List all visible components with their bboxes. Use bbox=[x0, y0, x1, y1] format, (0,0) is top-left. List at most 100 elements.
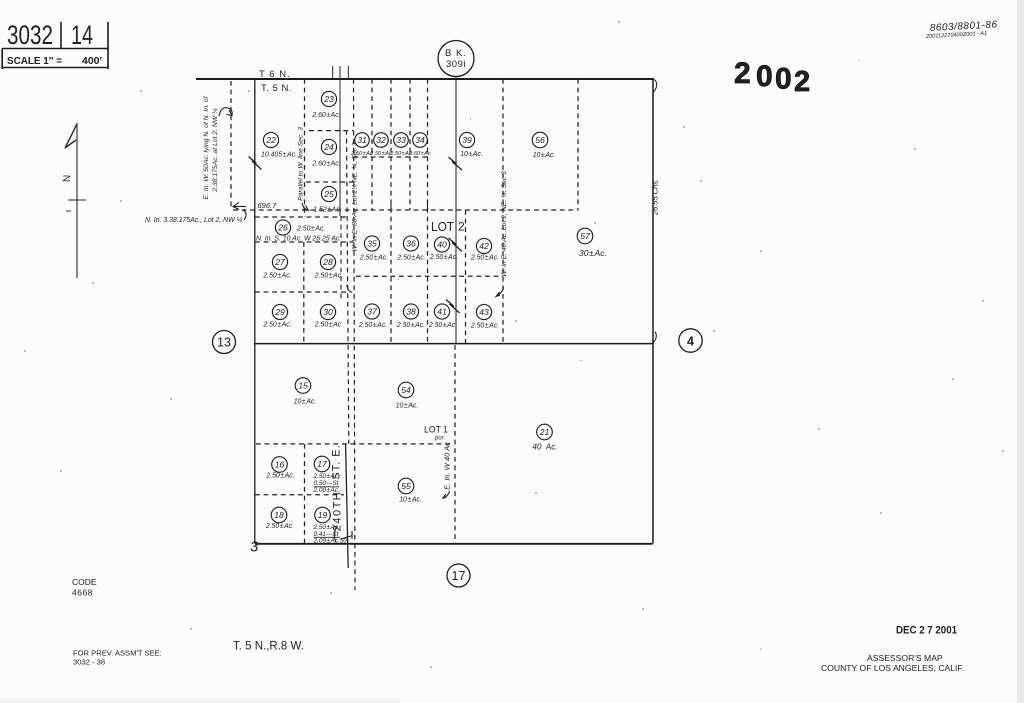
svg-text:W. In E. 40 Ac. Lot 2, NE. ¼,: W. In E. 40 Ac. Lot 2, NE. ¼, Sec 3 bbox=[501, 171, 508, 277]
svg-text:E. In. W 40 Ac: E. In. W 40 Ac bbox=[443, 442, 452, 490]
svg-text:33: 33 bbox=[396, 135, 406, 145]
svg-text:LOT 1: LOT 1 bbox=[424, 425, 448, 436]
svg-text:3: 3 bbox=[250, 539, 259, 556]
svg-text:15: 15 bbox=[298, 381, 308, 391]
svg-text:8603/8801-86: 8603/8801-86 bbox=[930, 19, 998, 34]
svg-text:2.50 ± Ac.: 2.50 ± Ac. bbox=[358, 322, 387, 329]
svg-text:2.50 ± Ac.: 2.50 ± Ac. bbox=[296, 226, 325, 233]
svg-text:39: 39 bbox=[462, 135, 472, 145]
svg-text:2.60 ± Ac.: 2.60 ± Ac. bbox=[311, 112, 340, 119]
svg-text:38: 38 bbox=[406, 307, 416, 317]
svg-text:200112270400Z001 - A1: 200112270400Z001 - A1 bbox=[925, 31, 988, 40]
svg-text:2: 2 bbox=[734, 57, 751, 90]
svg-text:31: 31 bbox=[357, 135, 367, 145]
svg-text:26.55 Chs.: 26.55 Chs. bbox=[651, 179, 660, 216]
svg-text:4: 4 bbox=[687, 335, 694, 349]
svg-text:4668: 4668 bbox=[72, 588, 93, 598]
svg-text:LOT: LOT bbox=[431, 220, 454, 234]
svg-text:1.52 ± Ac.: 1.52 ± Ac. bbox=[313, 207, 341, 214]
svg-text:10 ± Ac.: 10 ± Ac. bbox=[396, 403, 419, 410]
svg-text:16: 16 bbox=[275, 460, 285, 470]
svg-text:por.: por. bbox=[434, 436, 445, 442]
svg-text:2.00 ± Ac.: 2.00 ± Ac. bbox=[313, 487, 340, 494]
svg-text:36: 36 bbox=[406, 239, 416, 249]
svg-text:57: 57 bbox=[580, 231, 591, 241]
svg-text:10.405 ± Ac.: 10.405 ± Ac. bbox=[261, 152, 297, 159]
svg-text:18: 18 bbox=[274, 510, 284, 520]
svg-text:30: 30 bbox=[323, 307, 333, 317]
svg-text:W. In E. 80 Ac. Lot 2½ NE. ¼,: W. In E. 80 Ac. Lot 2½ NE. ¼, Sec 3 bbox=[351, 142, 359, 252]
svg-text:3032 - 38: 3032 - 38 bbox=[73, 658, 105, 667]
svg-text:2.60 ± Ac.: 2.60 ± Ac. bbox=[311, 161, 340, 168]
svg-text:2: 2 bbox=[458, 220, 465, 234]
svg-text:T 6 N.: T 6 N. bbox=[259, 69, 291, 80]
svg-text:42: 42 bbox=[479, 241, 489, 251]
svg-text:26: 26 bbox=[277, 223, 288, 233]
svg-text:309i: 309i bbox=[446, 59, 466, 70]
svg-text:ST. E.: ST. E. bbox=[331, 444, 343, 479]
svg-text:N: N bbox=[62, 175, 73, 182]
svg-text:22: 22 bbox=[265, 135, 276, 145]
svg-text:56: 56 bbox=[535, 135, 545, 145]
svg-text:2.50 ± Ac: 2.50 ± Ac bbox=[265, 523, 293, 530]
svg-text:3032: 3032 bbox=[7, 20, 53, 50]
svg-text:2.50 ± Ac.: 2.50 ± Ac. bbox=[396, 322, 425, 329]
svg-text:240TH: 240TH bbox=[332, 491, 344, 532]
svg-text:13: 13 bbox=[217, 336, 231, 350]
svg-text:10 ± Ac.: 10 ± Ac. bbox=[460, 151, 483, 158]
svg-text:2.50 ± Ac.: 2.50 ± Ac. bbox=[396, 255, 425, 262]
svg-text:2.50 ± Ac: 2.50 ± Ac bbox=[389, 151, 412, 157]
svg-text:10 ± Ac.: 10 ± Ac. bbox=[294, 399, 317, 406]
svg-text:2.38.175Ac. at Lot 2, NW ¼: 2.38.175Ac. at Lot 2, NW ¼ bbox=[212, 108, 219, 193]
svg-text:2.50 ± Ac.: 2.50 ± Ac. bbox=[265, 473, 294, 480]
svg-text:2.50 ± Ac.: 2.50 ± Ac. bbox=[262, 273, 291, 280]
svg-text:29: 29 bbox=[274, 307, 285, 317]
svg-text:2.50 ± Ac.: 2.50 ± Ac. bbox=[470, 323, 499, 330]
svg-text:400′: 400′ bbox=[82, 55, 102, 67]
svg-text:2.50 ± Ac.: 2.50 ± Ac. bbox=[470, 255, 499, 262]
svg-text:23: 23 bbox=[323, 94, 334, 104]
svg-text:FOR PREV. ASSM'T SEE:: FOR PREV. ASSM'T SEE: bbox=[73, 649, 162, 658]
svg-text:14: 14 bbox=[71, 20, 93, 50]
svg-text:34: 34 bbox=[415, 135, 425, 145]
svg-text:55: 55 bbox=[401, 481, 411, 491]
svg-text:35: 35 bbox=[367, 239, 377, 249]
svg-text:2.50 ± Ac: 2.50 ± Ac bbox=[313, 473, 339, 480]
svg-text:2.09 ± Ac.50: 2.09 ± Ac.50 bbox=[313, 538, 348, 545]
svg-text:37: 37 bbox=[367, 307, 378, 317]
svg-text:SCALE 1″ =: SCALE 1″ = bbox=[7, 55, 62, 67]
svg-text:2.50 ± Ac: 2.50 ± Ac bbox=[314, 273, 342, 280]
svg-text:N. In. S. 10 Ac. W 26.25 Ac.: N. In. S. 10 Ac. W 26.25 Ac. bbox=[256, 236, 341, 243]
svg-text:40: 40 bbox=[437, 240, 447, 250]
svg-text:2.50 ± Ac: 2.50 ± Ac bbox=[350, 151, 373, 157]
svg-text:28: 28 bbox=[322, 257, 333, 267]
svg-text:T. 5 N.: T. 5 N. bbox=[261, 83, 292, 94]
svg-text:32: 32 bbox=[376, 135, 386, 145]
svg-text:17: 17 bbox=[317, 459, 328, 469]
svg-text:Parallel to W. line Sec. 3: Parallel to W. line Sec. 3 bbox=[298, 127, 305, 201]
svg-text:0.41---St: 0.41---St bbox=[314, 531, 339, 538]
svg-text:B K.: B K. bbox=[445, 48, 467, 59]
svg-text:41: 41 bbox=[437, 307, 447, 317]
svg-text:T. 5 N.,R.8 W.: T. 5 N.,R.8 W. bbox=[233, 641, 304, 653]
svg-text:2.50 ± Ac: 2.50 ± Ac bbox=[313, 524, 339, 531]
svg-text:2.50 ± Ac.: 2.50 ± Ac. bbox=[429, 254, 458, 261]
svg-text:2.60 ± Ac: 2.60 ± Ac bbox=[408, 151, 431, 157]
svg-text:30 ± Ac.: 30 ± Ac. bbox=[579, 248, 607, 258]
svg-text:E. In. W. 50Ac. lying N. of N.: E. In. W. 50Ac. lying N. of N. In. of bbox=[203, 95, 210, 199]
svg-text:2.50 ± Ac: 2.50 ± Ac bbox=[314, 322, 342, 329]
svg-text:696.7: 696.7 bbox=[258, 201, 278, 210]
svg-text:17: 17 bbox=[452, 569, 466, 583]
svg-text:24: 24 bbox=[323, 142, 334, 152]
svg-text:ASSESSOR'S MAP: ASSESSOR'S MAP bbox=[867, 653, 943, 663]
svg-text:2.50 ± Ac.: 2.50 ± Ac. bbox=[262, 322, 291, 329]
svg-text:CODE: CODE bbox=[72, 577, 97, 587]
svg-text:10 ± Ac.: 10 ± Ac. bbox=[533, 152, 556, 159]
svg-text:2.50 ± Ac.: 2.50 ± Ac. bbox=[428, 322, 457, 329]
svg-text:54: 54 bbox=[401, 385, 411, 395]
svg-text:10 ± Ac.: 10 ± Ac. bbox=[399, 497, 422, 504]
svg-text:N. In. 3.38.175Ac., Lot 2, NW: N. In. 3.38.175Ac., Lot 2, NW ¼ bbox=[145, 217, 243, 224]
svg-text:2.50 ± Ac.: 2.50 ± Ac. bbox=[359, 255, 388, 262]
svg-text:19: 19 bbox=[318, 510, 328, 520]
svg-text:0: 0 bbox=[756, 60, 773, 93]
